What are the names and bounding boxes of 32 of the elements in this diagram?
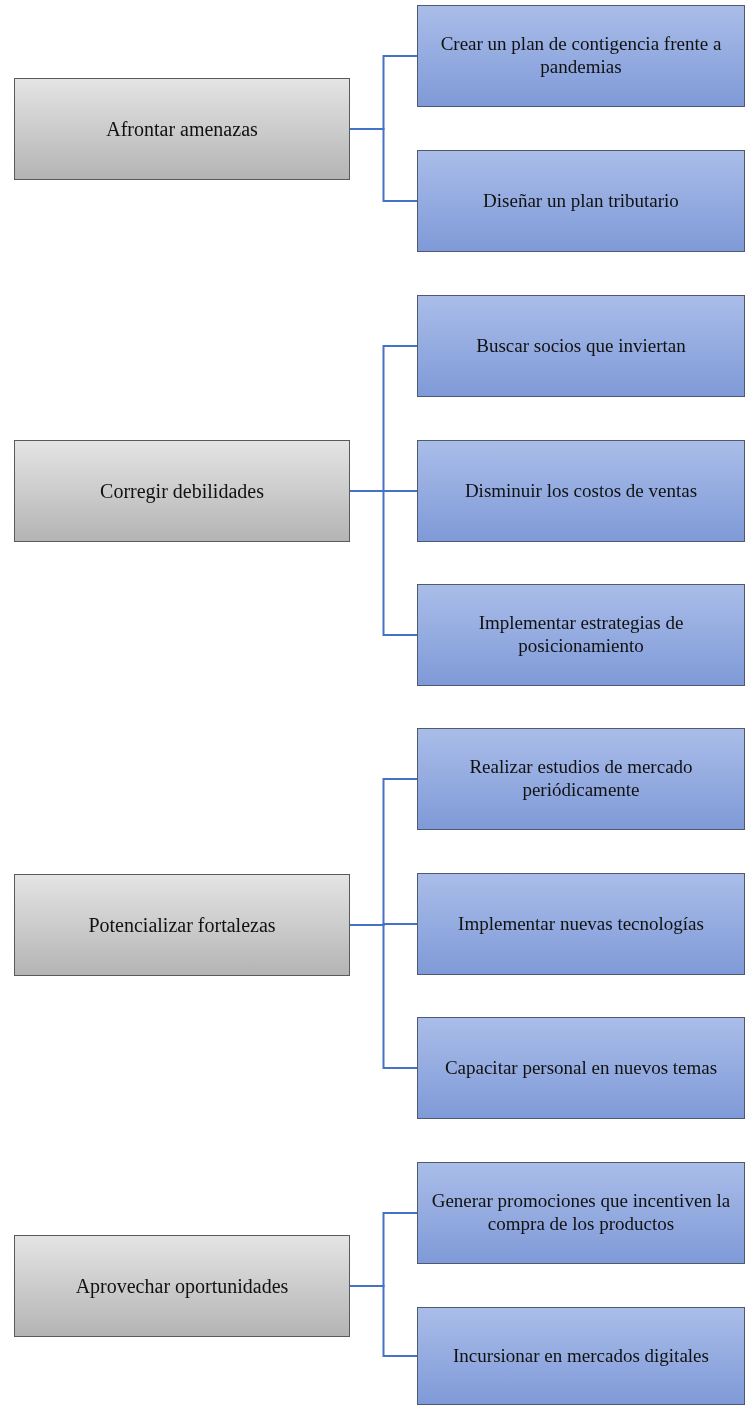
connector-line <box>349 490 418 636</box>
box-text: Realizar estudios de mercado periódicamente <box>468 756 694 802</box>
connector-line <box>349 1285 418 1357</box>
box-text: Potencializar fortalezas <box>87 913 277 937</box>
box-text: Diseñar un plan tributario <box>482 189 680 213</box>
action-box <box>417 295 745 397</box>
box-text: Corregir debilidades <box>99 479 265 503</box>
category-box <box>14 1235 350 1337</box>
action-box <box>417 1017 745 1119</box>
box-text: Crear un plan de contigencia frente a pandemias <box>439 33 723 79</box>
action-box <box>417 873 745 975</box>
box-text: Aprovechar oportunidades <box>74 1274 290 1298</box>
category-box <box>14 440 350 542</box>
box-text: Incursionar en mercados digitales <box>452 1344 710 1368</box>
box-text: Implementar nuevas tecnologías <box>457 912 705 936</box>
box-text: Buscar socios que inviertan <box>475 334 687 358</box>
action-box <box>417 728 745 830</box>
action-box <box>417 584 745 686</box>
connector-line <box>349 128 418 202</box>
category-box <box>14 874 350 976</box>
box-text: Implementar estrategias de posicionamiento <box>477 612 685 658</box>
action-box <box>417 1162 745 1264</box>
box-text: Capacitar personal en nuevos temas <box>443 1056 719 1080</box>
action-box <box>417 1307 745 1405</box>
action-box <box>417 440 745 542</box>
action-box <box>417 150 745 252</box>
box-text: Generar promociones que incentiven la compra de los productos <box>430 1190 732 1236</box>
category-box <box>14 78 350 180</box>
box-text: Afrontar amenazas <box>105 117 259 141</box>
action-box <box>417 5 745 107</box>
connector-line <box>349 924 418 1069</box>
box-text: Disminuir los costos de ventas <box>463 479 699 503</box>
